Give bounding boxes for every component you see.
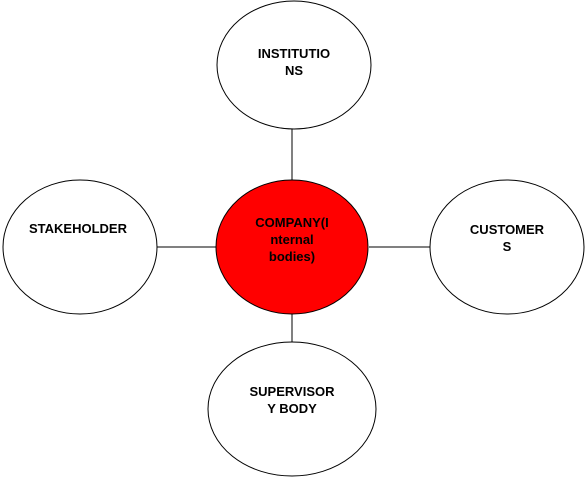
label-customers-line-2: S [502,239,512,254]
label-stakeholder-line-1: STAKEHOLDER [29,220,127,236]
label-supervisory-body-line-1: SUPERVISOR [249,384,335,399]
label-stakeholder: STAKEHOLDER [3,218,153,238]
label-company-line-2: nternal [270,231,314,247]
node-company [215,179,369,315]
label-supervisory-body-line-2: Y BODY [267,401,317,416]
node-supervisory-body [207,341,377,477]
label-company: COMPANY(I nternal bodies) [217,212,367,266]
label-customers: CUSTOMER S [432,220,582,256]
label-customers-line-1: CUSTOMER [469,222,545,237]
node-stakeholder [2,179,158,315]
label-company-line-3: bodies) [268,248,316,264]
label-institutions-line-1: INSTITUTIO [257,46,331,61]
label-supervisory-body: SUPERVISOR Y BODY [217,382,367,418]
label-institutions-line-2: NS [284,63,304,78]
node-institutions [216,0,372,130]
label-company-line-1: COMPANY(I [255,214,329,230]
label-institutions: INSTITUTIO NS [219,40,369,84]
node-customers [429,179,585,315]
